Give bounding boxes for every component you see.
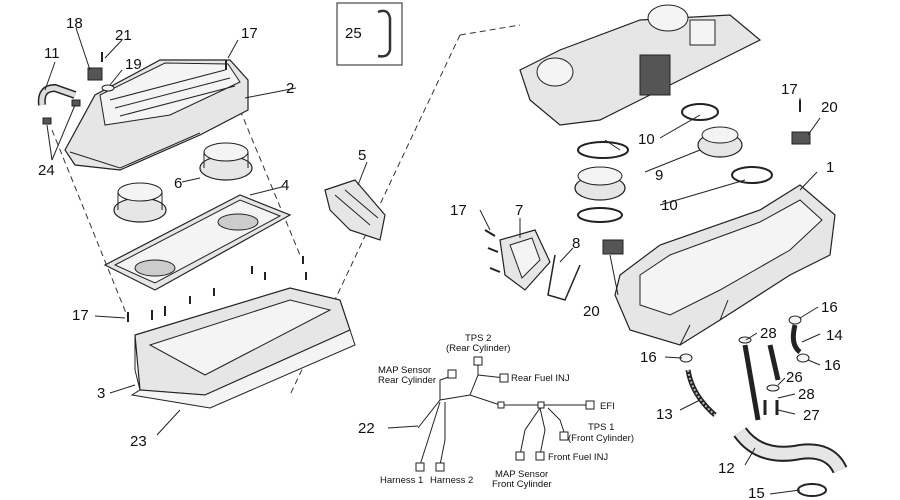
part-14-hose	[790, 324, 802, 355]
callout-25: 25	[345, 25, 362, 42]
part-15-clamp	[797, 483, 827, 497]
callout-10-upper: 10	[638, 131, 655, 148]
label-map-front-line1: MAP Sensor	[495, 469, 548, 480]
callout-28-upper: 28	[760, 325, 777, 342]
callout-21: 21	[115, 27, 132, 44]
callout-22: 22	[358, 420, 375, 437]
part-22-wiring-harness	[415, 356, 595, 472]
part-26-hoses	[742, 344, 781, 421]
part-13-hose	[685, 369, 717, 417]
part-19-oring	[101, 84, 115, 92]
callout-19: 19	[125, 56, 142, 73]
callout-9: 9	[655, 167, 663, 184]
part-5-intake-duct	[324, 179, 386, 241]
callout-10-lower: 10	[661, 197, 678, 214]
callout-4: 4	[281, 177, 289, 194]
part-25-inset	[336, 2, 403, 66]
callout-13: 13	[656, 406, 673, 423]
callout-14: 14	[826, 327, 843, 344]
part-20-sensor-lower	[602, 239, 624, 255]
callout-20-lower: 20	[583, 303, 600, 320]
label-rear-fuel-inj: Rear Fuel INJ	[511, 373, 570, 384]
callout-28-lower: 28	[798, 386, 815, 403]
label-efi: EFI	[600, 401, 615, 412]
label-tps1-line2: (Front Cylinder)	[568, 433, 634, 444]
screws-row	[127, 256, 307, 322]
callout-20-upper: 20	[821, 99, 838, 116]
callout-numbers: 25 18 21 17 11 19 2 24 5 6 4 17 3 23 17 …	[38, 15, 843, 500]
harness-labels: TPS 2 (Rear Cylinder) MAP Sensor Rear Cy…	[378, 333, 634, 490]
callout-26: 26	[786, 369, 803, 386]
callout-5: 5	[358, 147, 366, 164]
callout-8: 8	[572, 235, 580, 252]
label-front-fuel-inj: Front Fuel INJ	[548, 452, 608, 463]
part-20-sensor-right	[791, 131, 811, 145]
callout-27: 27	[803, 407, 820, 424]
part-8-wire-loop	[547, 254, 581, 301]
part-23-base-plate	[130, 329, 356, 409]
callout-16-left: 16	[640, 349, 657, 366]
part-1-airbox-tray	[614, 184, 836, 346]
label-map-rear-line1: MAP Sensor	[378, 365, 431, 376]
part-9-boot-upper	[697, 126, 743, 158]
label-map-front-line2: Front Cylinder	[492, 479, 552, 490]
label-tps2-line1: TPS 2	[465, 333, 491, 344]
part-4-air-filter	[103, 194, 292, 291]
part-16-clamps	[679, 315, 810, 363]
part-10-clamp-lower-left	[577, 207, 623, 223]
part-27-plugs	[763, 400, 779, 415]
throttle-body-assembly	[519, 4, 762, 126]
callout-7: 7	[515, 202, 523, 219]
callout-18: 18	[66, 15, 83, 32]
callout-3: 3	[97, 385, 105, 402]
part-10-clamp-right	[731, 166, 773, 184]
callout-12: 12	[718, 460, 735, 477]
callout-15: 15	[748, 485, 765, 500]
callout-17-top: 17	[241, 25, 258, 42]
part-9-boot-left	[574, 166, 626, 201]
part-10-clamp-upper	[681, 103, 719, 121]
part-6-velocity-stacks	[113, 142, 253, 223]
part-10-clamp-left	[577, 141, 629, 159]
label-tps2-line2: (Rear Cylinder)	[446, 343, 510, 354]
part-18-sensor	[87, 67, 103, 81]
callout-17-right: 17	[781, 81, 798, 98]
part-24-clamps	[42, 99, 81, 125]
callout-24: 24	[38, 162, 55, 179]
label-harness1: Harness 1	[380, 475, 423, 486]
label-map-rear-line2: Rear Cylinder	[378, 375, 436, 386]
callout-2: 2	[286, 80, 294, 97]
leader-lines	[44, 27, 821, 495]
callout-6: 6	[174, 175, 182, 192]
part-17-screws-bracket	[484, 229, 501, 273]
callout-17-bracket: 17	[450, 202, 467, 219]
part-7-bracket	[499, 229, 551, 291]
callout-16-right-top: 16	[821, 299, 838, 316]
callout-11: 11	[44, 45, 60, 62]
callout-23: 23	[130, 433, 147, 450]
part-3-airbox-lower	[134, 287, 351, 396]
label-harness2: Harness 2	[430, 475, 473, 486]
label-tps1-line1: TPS 1	[588, 422, 614, 433]
callout-16-right-bottom: 16	[824, 357, 841, 374]
part-11-hose	[37, 83, 77, 106]
callout-17-left: 17	[72, 307, 89, 324]
part-12-hose	[733, 427, 848, 474]
callout-1: 1	[826, 159, 834, 176]
